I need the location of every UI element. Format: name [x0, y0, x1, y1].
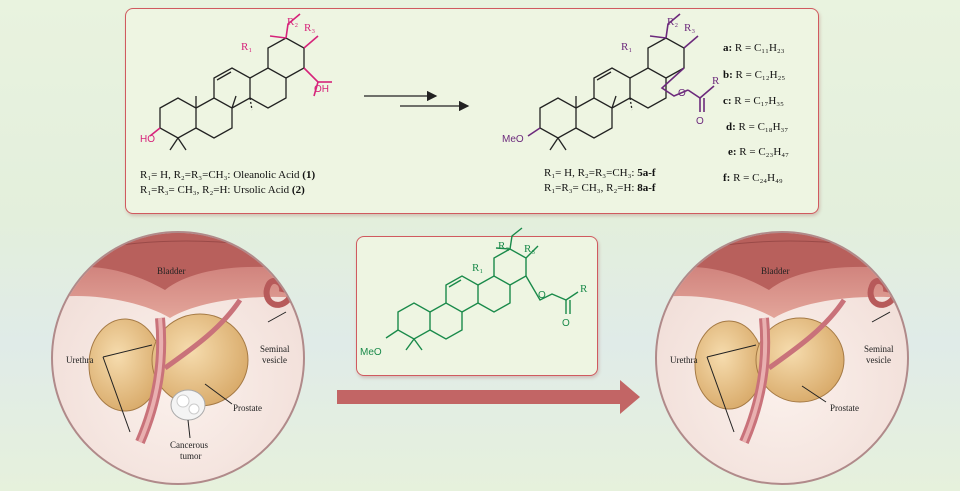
left-urethra-label: Urethra: [66, 355, 93, 365]
sm-ho-label: HO: [140, 134, 155, 145]
sm-oh-label: OH: [314, 84, 329, 95]
left-seminal-label-2: vesicle: [262, 355, 287, 365]
sm-caption-line1: R₁= H, R₂=R₃=CH₃: Oleanolic Acid (1): [140, 169, 315, 181]
left-tumor-label-1: Cancerous: [170, 440, 208, 450]
svg-text:c: R = C₁₇H₃₅: c: R = C₁₇H₃₅: [723, 95, 784, 107]
sm-r3-label: R₃: [304, 22, 315, 34]
sm-caption-line2: R₁=R₃= CH₃, R₂=H: Ursolic Acid (2): [140, 184, 305, 196]
compound-structure-panel: [356, 236, 598, 376]
left-bladder-label: Bladder: [157, 266, 186, 276]
starting-material-structure: [159, 37, 305, 151]
svg-text:f: R = C₂₄H₄₉: f: R = C₂₄H₄₉: [723, 172, 783, 184]
svg-text:d: R = C₁₈H₃₇: d: R = C₁₈H₃₇: [726, 121, 788, 133]
sm-r2-label: R₂: [287, 16, 298, 28]
prod-caption-line2: R₁=R₃= CH₃, R₂=H: 8a-f: [544, 182, 656, 194]
right-bladder-label: Bladder: [761, 266, 790, 276]
starting-material-highlight: [149, 13, 332, 137]
right-urethra-label: Urethra: [670, 355, 697, 365]
prod-r2-label: R₂: [667, 16, 678, 28]
cmp-carbonyl-o-label: O: [562, 318, 570, 329]
left-prostate-label: Prostate: [233, 403, 262, 413]
product-structure: [539, 37, 685, 151]
treatment-arrow: [337, 380, 640, 414]
right-seminal-label-2: vesicle: [866, 355, 891, 365]
cmp-meo-label: MeO: [360, 347, 382, 358]
compound-structure: [385, 227, 579, 351]
left-anatomy-illustration: Bladder Urethra Seminal vesicle Prostate…: [51, 231, 305, 485]
right-seminal-label-1: Seminal: [864, 344, 894, 354]
reaction-arrows: [364, 90, 470, 112]
prod-carbonyl-o-label: O: [696, 116, 704, 127]
left-seminal-label-1: Seminal: [260, 344, 290, 354]
svg-text:e: R = C₂₃H₄₇: e: R = C₂₃H₄₇: [728, 146, 789, 158]
cmp-r2-label: R₂: [498, 240, 509, 252]
prod-r3-label: R₃: [684, 22, 695, 34]
prod-o-label: O: [678, 88, 686, 99]
left-tumor-label-2: tumor: [180, 451, 202, 461]
cmp-o-label: O: [538, 290, 546, 301]
substituent-list: a: R = C₁₁H₂₃ b: R = C₁₂H₂₅ c: R = C₁₇H₃…: [723, 42, 789, 184]
right-anatomy-illustration: Bladder Urethra Seminal vesicle Prostate: [655, 231, 909, 485]
prod-r1-label: R₁: [621, 41, 632, 53]
svg-text:b: R = C₁₂H₂₅: b: R = C₁₂H₂₅: [723, 69, 785, 81]
prod-r-label: R: [712, 75, 720, 87]
cmp-r-label: R: [580, 283, 588, 295]
sm-r1-label: R₁: [241, 41, 252, 53]
prod-caption-line1: R₁= H, R₂=R₃=CH₃: 5a-f: [544, 167, 656, 179]
right-prostate-label: Prostate: [830, 403, 859, 413]
cmp-r3-label: R₃: [524, 243, 535, 255]
prod-meo-label: MeO: [502, 134, 524, 145]
product-highlight: [527, 13, 715, 137]
cmp-r1-label: R₁: [472, 262, 483, 274]
svg-text:a: R = C₁₁H₂₃: a: R = C₁₁H₂₃: [723, 42, 785, 54]
